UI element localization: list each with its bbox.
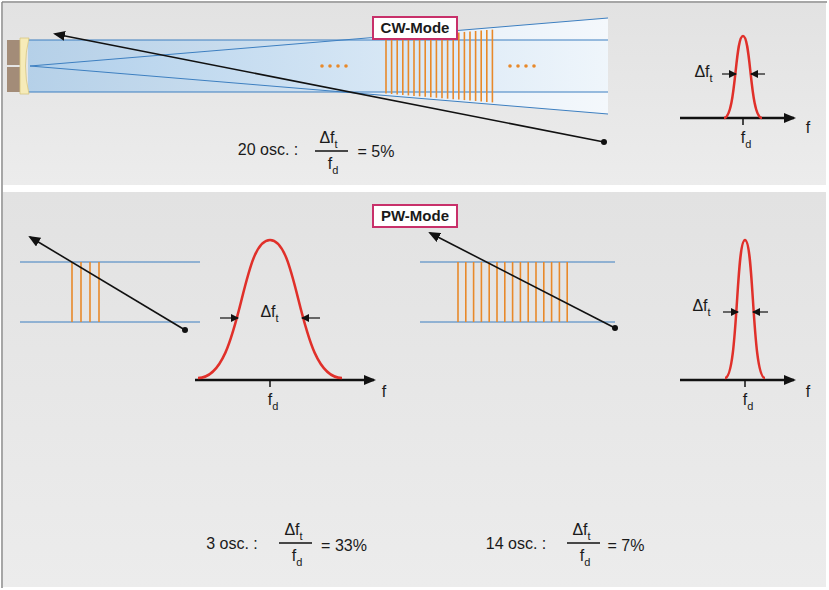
subscript: d bbox=[272, 401, 278, 412]
wavefronts bbox=[72, 262, 567, 322]
formula-text: Δf bbox=[284, 522, 299, 538]
formula-text: = 33% bbox=[321, 538, 367, 554]
mode-heading-box: CW-Mode bbox=[372, 16, 459, 41]
formula-text: 3 osc. : bbox=[206, 536, 258, 552]
subscript: d bbox=[296, 557, 302, 568]
fraction-bar bbox=[567, 542, 600, 543]
formula-text: f bbox=[268, 392, 272, 408]
formula-text: f bbox=[328, 156, 332, 172]
formula-text: = 7% bbox=[608, 538, 645, 554]
flow-arrow bbox=[430, 233, 615, 328]
width-arrow bbox=[722, 73, 736, 74]
width-arrow bbox=[751, 73, 765, 74]
formula-text: 14 osc. : bbox=[486, 536, 546, 552]
subscript: d bbox=[745, 139, 751, 150]
tick bbox=[269, 380, 271, 387]
subscript: d bbox=[747, 401, 753, 412]
formula-text: 20 osc. : bbox=[238, 142, 298, 158]
formula-text: f bbox=[741, 130, 745, 146]
arrow-dot bbox=[601, 139, 607, 145]
formula-text: Δf bbox=[694, 64, 709, 80]
beam-lines bbox=[28, 18, 608, 114]
arrow-dot bbox=[182, 327, 188, 333]
formula-text: Δf bbox=[260, 304, 275, 320]
panel bbox=[3, 192, 826, 587]
spectrum-curve bbox=[198, 240, 342, 378]
axis bbox=[680, 117, 794, 120]
formula-text: Δf bbox=[692, 298, 707, 314]
formula-text: f bbox=[806, 384, 810, 400]
mode-heading: CW-Mode bbox=[381, 20, 450, 37]
subscript: d bbox=[332, 165, 338, 176]
fraction-bar bbox=[279, 542, 312, 543]
panel bbox=[3, 3, 826, 185]
spectrum-curve bbox=[724, 36, 762, 118]
width-arrow bbox=[723, 311, 738, 312]
subscript: t bbox=[335, 139, 338, 150]
arrow-dot bbox=[612, 325, 618, 331]
formula-text: f bbox=[806, 120, 810, 136]
beam bbox=[28, 40, 608, 92]
mode-heading-box: PW-Mode bbox=[372, 204, 458, 229]
subscript: t bbox=[276, 313, 279, 324]
formula-text: f bbox=[743, 392, 747, 408]
formula-text: f bbox=[292, 548, 296, 564]
beam-lines bbox=[20, 262, 615, 322]
spectrum-curve bbox=[725, 240, 765, 378]
axis bbox=[195, 379, 374, 382]
formula-text: Δf bbox=[572, 522, 587, 538]
subscript: t bbox=[300, 531, 303, 542]
tick bbox=[742, 118, 744, 125]
frame-line bbox=[2, 1, 827, 3]
fraction-bar bbox=[315, 150, 348, 151]
formula-text: f bbox=[382, 384, 386, 400]
transducer bbox=[7, 38, 29, 94]
dots bbox=[320, 64, 536, 68]
axis bbox=[680, 379, 794, 382]
mode-heading: PW-Mode bbox=[381, 208, 449, 225]
subscript: t bbox=[708, 307, 711, 318]
width-arrow bbox=[302, 317, 320, 318]
frame-line bbox=[1, 2, 3, 588]
subscript: t bbox=[710, 73, 713, 84]
width-arrow bbox=[220, 317, 238, 318]
tick bbox=[744, 380, 746, 387]
wavefronts bbox=[386, 30, 492, 103]
formula-text: Δf bbox=[319, 130, 334, 146]
flow-arrow bbox=[55, 34, 604, 142]
flow-arrow bbox=[30, 237, 185, 330]
subscript: d bbox=[584, 557, 590, 568]
formula-text: f bbox=[580, 548, 584, 564]
subscript: t bbox=[588, 531, 591, 542]
width-arrow bbox=[753, 311, 768, 312]
formula-text: = 5% bbox=[358, 144, 395, 160]
